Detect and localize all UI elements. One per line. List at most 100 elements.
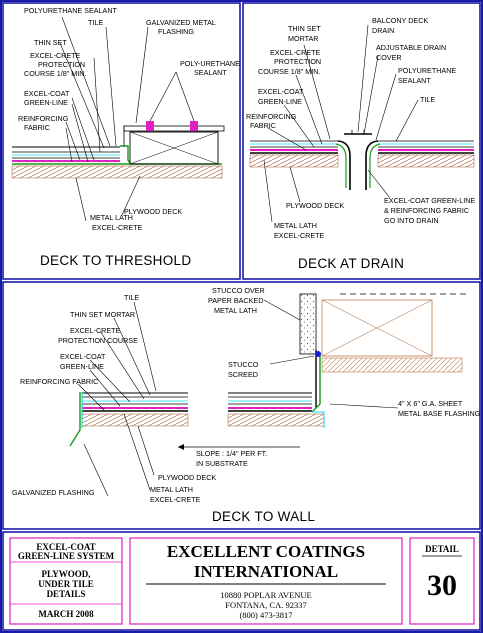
label-excel-crete-2: EXCEL-CRETE — [274, 231, 325, 240]
label-green-line: GREEN-LINE — [60, 362, 104, 371]
label-fabric: FABRIC — [24, 123, 50, 132]
wall-framing — [321, 299, 433, 357]
detail-label: DETAIL — [425, 544, 459, 554]
label-galvanized-flashing: GALVANIZED FLASHING — [12, 488, 95, 497]
label-into-drain-2: & REINFORCING FABRIC — [384, 206, 469, 215]
label-excel-coat: EXCEL-COAT — [60, 352, 106, 361]
label-protection: PROTECTION — [38, 60, 85, 69]
threshold-box — [129, 131, 219, 165]
label-polyurethane: POLYURETHANE — [398, 66, 456, 75]
label-slope-2: IN SUBSTRATE — [196, 459, 248, 468]
label-drain: DRAIN — [372, 26, 394, 35]
threshold-detail — [11, 16, 225, 222]
stucco-screed-icon — [315, 351, 321, 357]
drain-labels: THIN SET MORTAR BALCONY DECK DRAIN EXCEL… — [246, 16, 475, 271]
label-tile: TILE — [88, 18, 103, 27]
label-adjustable-drain: ADJUSTABLE DRAIN — [376, 43, 446, 52]
system-line-2: GREEN-LINE SYSTEM — [18, 551, 115, 561]
label-excel-crete: EXCEL-CRETE — [270, 48, 321, 57]
label-metal-lath: METAL LATH — [274, 221, 317, 230]
label-into-drain-1: EXCEL-COAT GREEN-LINE — [384, 196, 475, 205]
title-block: EXCEL-COAT GREEN-LINE SYSTEM PLYWOOD, UN… — [2, 531, 481, 631]
label-mortar: MORTAR — [288, 34, 318, 43]
label-plywood-deck: PLYWOOD DECK — [286, 201, 344, 210]
wall-stucco — [299, 293, 317, 355]
panel-threshold-frame — [2, 2, 241, 280]
plywood-deck — [11, 165, 223, 179]
label-thin-set: THIN SET — [34, 38, 67, 47]
label-protection: PROTECTION — [274, 57, 321, 66]
label-thin-set: THIN SET — [288, 24, 321, 33]
label-reinforcing-fabric: REINFORCING FABRIC — [20, 377, 98, 386]
panel-drain-frame — [242, 2, 481, 280]
wall-detail — [69, 293, 470, 497]
label-reinforcing: REINFORCING — [246, 112, 297, 121]
label-plywood-deck: PLYWOOD DECK — [158, 473, 216, 482]
drain-title: DECK AT DRAIN — [298, 256, 404, 271]
label-poly-urethane: POLY-URETHANE — [180, 59, 240, 68]
label-tile: TILE — [420, 95, 435, 104]
label-polyurethane-sealant: POLYURETHANE SEALANT — [24, 6, 118, 15]
label-excel-crete: EXCEL-CRETE — [70, 326, 121, 335]
label-metal-lath-top: METAL LATH — [214, 306, 257, 315]
wall-labels: STUCCO OVER PAPER BACKED METAL LATH TILE… — [12, 286, 481, 524]
label-course: COURSE 1/8" MIN. — [24, 69, 86, 78]
company-name-2: INTERNATIONAL — [194, 562, 338, 581]
label-green-line: GREEN-LINE — [258, 97, 302, 106]
label-slope-1: SLOPE : 1/4" PER FT. — [196, 449, 267, 458]
label-excel-crete-2: EXCEL-CRETE — [92, 223, 143, 232]
wall-joist — [321, 357, 463, 373]
detail-number: 30 — [427, 569, 457, 602]
label-fabric: FABRIC — [250, 121, 276, 130]
wall-title: DECK TO WALL — [212, 509, 315, 524]
label-sheet-2: METAL BASE FLASHING — [398, 409, 481, 418]
drain-detail — [249, 24, 475, 223]
label-screed: SCREED — [228, 370, 258, 379]
company-address: 10880 POPLAR AVENUE — [220, 590, 311, 600]
threshold-labels: POLYURETHANE SEALANT TILE GALVANIZED MET… — [18, 6, 240, 268]
label-tile: TILE — [124, 293, 139, 302]
subject-line-2: UNDER TILE — [38, 579, 94, 589]
label-protection-course: PROTECTION COURSE — [58, 336, 138, 345]
label-into-drain-3: GO INTO DRAIN — [384, 216, 439, 225]
label-metal-lath: METAL LATH — [90, 213, 133, 222]
drain-plywood-left — [249, 154, 339, 168]
label-stucco-over: STUCCO OVER — [212, 286, 265, 295]
label-sheet-1: 4" X 6" G.A. SHEET — [398, 399, 463, 408]
label-excel-coat: EXCEL-COAT — [258, 87, 304, 96]
threshold-title: DECK TO THRESHOLD — [40, 253, 191, 268]
label-green-line: GREEN-LINE — [24, 98, 68, 107]
system-line-1: EXCEL-COAT — [36, 542, 95, 552]
label-excel-coat: EXCEL-COAT — [24, 89, 70, 98]
company-city: FONTANA, CA. 92337 — [225, 600, 307, 610]
label-flashing: FLASHING — [158, 27, 194, 36]
subject-line-1: PLYWOOD, — [42, 569, 91, 579]
system-box — [9, 537, 123, 625]
drain-plywood-right — [377, 154, 475, 168]
company-name-1: EXCELLENT COATINGS — [167, 542, 365, 561]
label-excel-crete-2: EXCEL-CRETE — [150, 495, 201, 504]
detail-box — [409, 537, 475, 625]
drawing-date: MARCH 2008 — [38, 609, 94, 619]
company-phone: (800) 473-3817 — [239, 610, 292, 620]
company-box — [129, 537, 403, 625]
label-balcony-deck: BALCONY DECK — [372, 16, 428, 25]
label-galvanized-metal: GALVANIZED METAL — [146, 18, 216, 27]
label-paper-backed: PAPER BACKED — [208, 296, 263, 305]
label-thin-set-mortar: THIN SET MORTAR — [70, 310, 135, 319]
label-sealant: SEALANT — [398, 76, 431, 85]
wall-right-plywood — [227, 413, 325, 427]
label-plywood-deck: PLYWOOD DECK — [124, 207, 182, 216]
label-excel-crete: EXCEL-CRETE — [30, 51, 81, 60]
label-cover: COVER — [376, 53, 402, 62]
panel-wall-frame — [2, 281, 481, 530]
label-stucco: STUCCO — [228, 360, 259, 369]
label-reinforcing: REINFORCING — [18, 114, 69, 123]
label-course: COURSE 1/8" MIN. — [258, 67, 320, 76]
label-sealant: SEALANT — [194, 68, 227, 77]
wall-left-plywood — [81, 413, 189, 427]
label-metal-lath: METAL LATH — [150, 485, 193, 494]
subject-line-3: DETAILS — [47, 589, 86, 599]
